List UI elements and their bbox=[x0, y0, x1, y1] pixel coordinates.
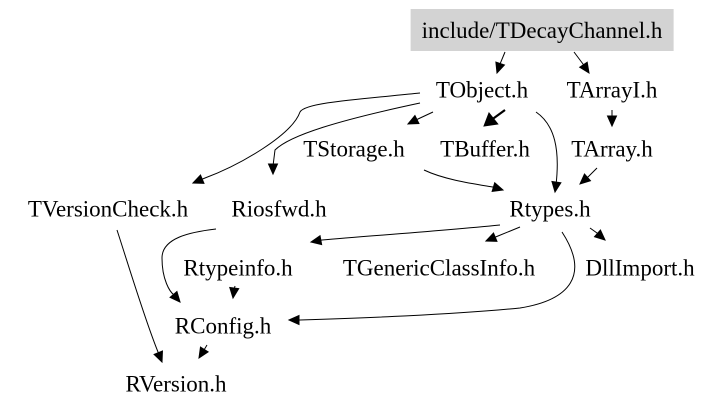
edge-root-to-tarrayi bbox=[573, 51, 590, 75]
arrowhead-icon bbox=[483, 112, 499, 127]
arrowhead-icon bbox=[491, 181, 505, 193]
edge-line bbox=[495, 226, 521, 238]
arrowhead-icon bbox=[484, 232, 498, 242]
edge-line bbox=[415, 111, 434, 121]
arrowhead-icon bbox=[153, 350, 163, 364]
edge-tversioncheck-to-rversion bbox=[116, 229, 163, 364]
node-rtypeinfo[interactable]: Rtypeinfo.h bbox=[183, 255, 293, 281]
edge-tarray-to-rtypes bbox=[579, 167, 598, 185]
edge-line bbox=[161, 228, 217, 297]
edge-tobject-to-tstorage bbox=[406, 111, 434, 125]
edge-line bbox=[297, 231, 576, 321]
edge-line bbox=[272, 102, 421, 168]
node-rtypes[interactable]: Rtypes.h bbox=[509, 196, 591, 222]
node-dllimport[interactable]: DllImport.h bbox=[585, 255, 695, 281]
arrowhead-icon bbox=[198, 346, 210, 360]
node-tgenericclassinfo[interactable]: TGenericClassInfo.h bbox=[342, 255, 536, 281]
edge-tobject-to-tversioncheck bbox=[191, 92, 421, 184]
node-tobject[interactable]: TObject.h bbox=[435, 77, 529, 103]
edge-root-to-tobject bbox=[495, 51, 506, 75]
node-rversion[interactable]: RVersion.h bbox=[125, 371, 227, 397]
node-tbuffer[interactable]: TBuffer.h bbox=[440, 136, 530, 162]
arrowhead-icon bbox=[578, 61, 590, 75]
arrowhead-icon bbox=[229, 286, 240, 300]
node-tarray[interactable]: TArray.h bbox=[571, 136, 653, 162]
edge-tarrayi-to-tarray bbox=[606, 110, 618, 128]
node-root-tdecaychannel[interactable]: include/TDecayChannel.h bbox=[410, 9, 674, 51]
edge-rconfig-to-rversion bbox=[198, 344, 210, 360]
edge-rtypes-to-tgenericclassinfo bbox=[484, 226, 521, 242]
node-tstorage[interactable]: TStorage.h bbox=[303, 136, 405, 162]
arrowhead-icon bbox=[287, 314, 300, 326]
edge-rtypes-to-rtypeinfo bbox=[309, 224, 501, 246]
edge-line bbox=[116, 229, 160, 355]
arrowhead-icon bbox=[495, 61, 506, 75]
arrowhead-icon bbox=[551, 180, 562, 194]
edge-line bbox=[586, 167, 598, 178]
edge-rtypeinfo-to-rconfig bbox=[229, 285, 240, 300]
edge-riosfwd-to-rconfig bbox=[161, 228, 217, 303]
edge-tstorage-to-rtypes bbox=[423, 169, 505, 193]
edge-rtypes-to-dllimport bbox=[589, 227, 606, 241]
arrowhead-icon bbox=[169, 290, 181, 303]
arrowhead-icon bbox=[309, 234, 323, 246]
edge-tobject-to-rtypes bbox=[535, 111, 562, 194]
arrowhead-icon bbox=[606, 115, 618, 128]
edge-line bbox=[491, 109, 506, 121]
edge-rtypes-to-rconfig bbox=[287, 231, 576, 326]
edge-tobject-to-tbuffer bbox=[483, 109, 506, 127]
arrowhead-icon bbox=[593, 229, 606, 241]
node-rconfig[interactable]: RConfig.h bbox=[174, 313, 272, 339]
edge-tobject-to-riosfwd bbox=[267, 102, 421, 176]
node-riosfwd[interactable]: Riosfwd.h bbox=[231, 196, 327, 222]
node-tversioncheck[interactable]: TVersionCheck.h bbox=[27, 196, 189, 222]
arrowhead-icon bbox=[267, 163, 279, 176]
node-tarrayi[interactable]: TArrayI.h bbox=[566, 77, 658, 103]
edge-line bbox=[202, 92, 421, 180]
edge-line bbox=[573, 51, 585, 67]
edge-line bbox=[535, 111, 558, 187]
arrowhead-icon bbox=[579, 173, 592, 185]
edge-line bbox=[319, 224, 501, 241]
edge-line bbox=[423, 169, 496, 189]
arrowhead-icon bbox=[191, 174, 205, 184]
arrowhead-icon bbox=[406, 114, 420, 125]
